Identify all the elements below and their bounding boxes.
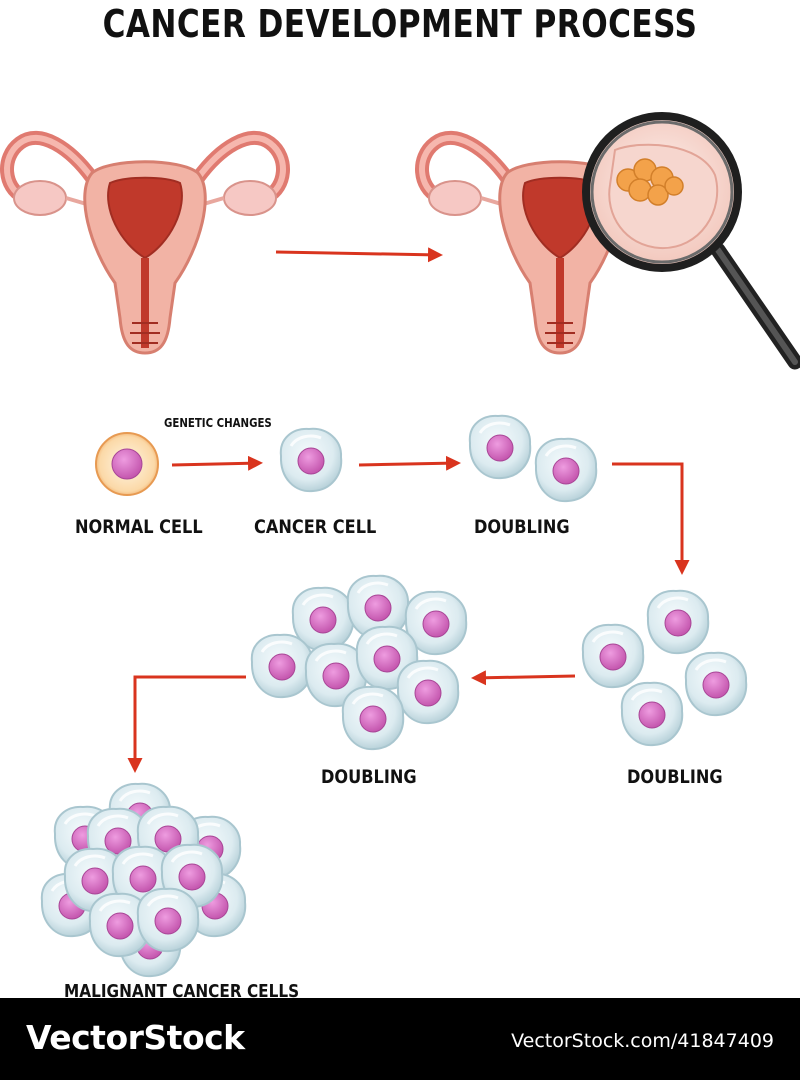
page-title: CANCER DEVELOPMENT PROCESS <box>102 2 698 46</box>
arrow-cancer-to-doubling <box>358 455 461 471</box>
watermark-footer: VectorStock VectorStock.com/41847409 <box>0 998 800 1080</box>
doubling-group-4-cells <box>581 589 748 747</box>
diagram-canvas <box>0 112 800 978</box>
label-cancer-cell: CANCER CELL <box>254 516 377 538</box>
label-doubling-3: DOUBLING <box>321 766 417 788</box>
arrow-to-doubling-8 <box>471 670 576 686</box>
malignant-cell-cluster <box>40 782 247 978</box>
label-malignant-cancer-cells: MALIGNANT CANCER CELLS <box>64 981 300 1002</box>
stock-id: VectorStock.com/41847409 <box>511 1030 774 1052</box>
arrow-normal-to-cancer <box>171 455 263 471</box>
arrow-to-malignant <box>127 675 246 773</box>
label-doubling-2: DOUBLING <box>627 766 723 788</box>
arrow-to-doubling-4 <box>612 462 690 575</box>
uterus-normal-illustration <box>7 138 283 353</box>
label-doubling-1: DOUBLING <box>474 516 570 538</box>
label-normal-cell: NORMAL CELL <box>75 516 203 538</box>
doubling-group-2-cells <box>468 414 598 503</box>
brand-logo: VectorStock <box>26 1018 245 1057</box>
doubling-group-8-cells <box>250 574 468 751</box>
tumor-cluster <box>616 158 684 206</box>
normal-cell <box>95 432 159 496</box>
cancer-cell <box>279 427 343 493</box>
arrow-uterus-progression <box>275 247 443 263</box>
magnifying-glass-icon <box>582 112 800 370</box>
annotation-genetic-changes: GENETIC CHANGES <box>164 416 272 430</box>
